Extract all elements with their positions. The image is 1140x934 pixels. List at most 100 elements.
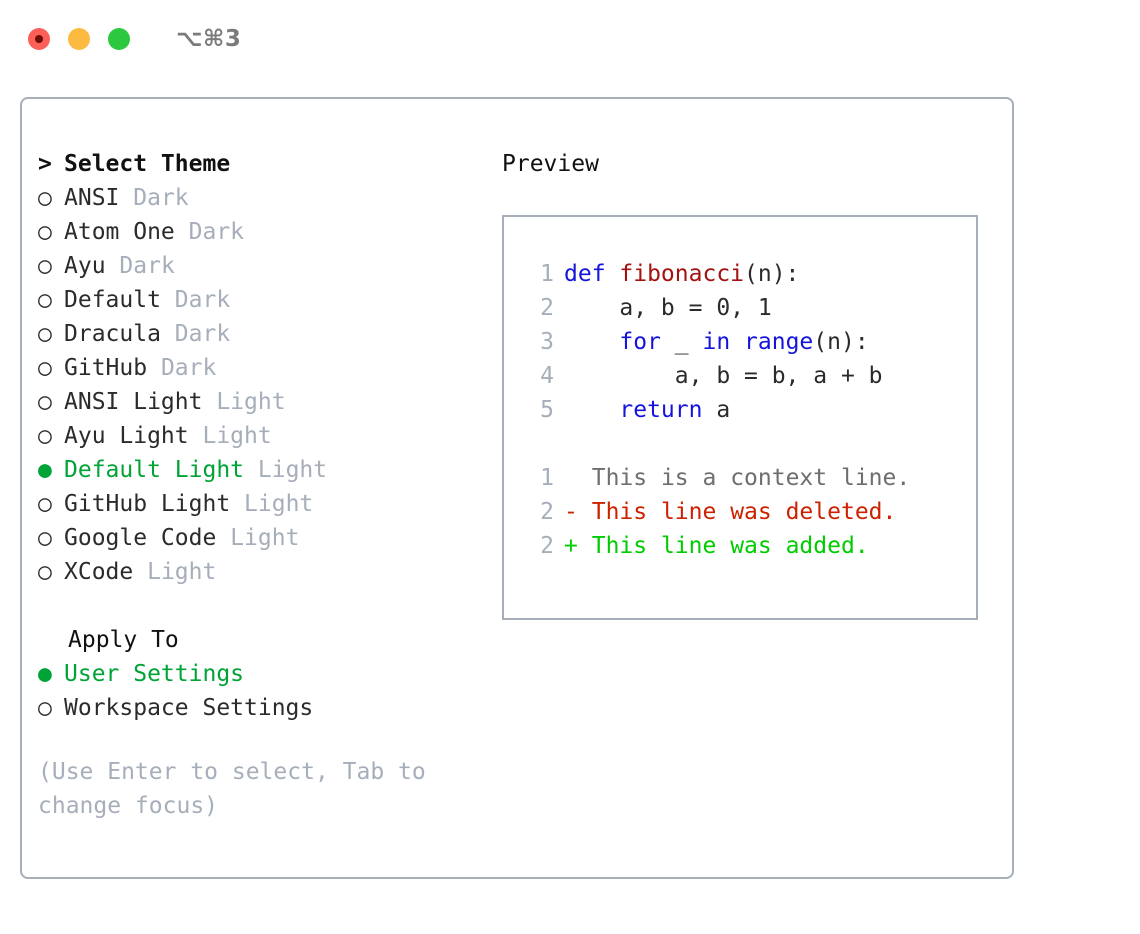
- theme-name-label: Default Light: [64, 457, 245, 483]
- code-line-text: return a: [564, 393, 730, 427]
- theme-name-label: ANSI Light: [64, 389, 203, 415]
- apply-to-label: Apply To: [68, 627, 179, 653]
- theme-label-gap: [161, 317, 175, 351]
- radio-unselected-icon[interactable]: ○: [38, 321, 52, 347]
- code-line: 2 a, b = 0, 1: [504, 291, 976, 325]
- code-token: in: [702, 329, 731, 355]
- theme-name-label: ANSI: [64, 185, 120, 211]
- theme-mode-label: Light: [147, 559, 217, 585]
- line-number: 2: [540, 533, 554, 559]
- theme-list-item[interactable]: ○Default Dark: [38, 283, 488, 317]
- theme-list-item[interactable]: ○ANSI Light Light: [38, 385, 488, 419]
- theme-mode-label: Light: [257, 457, 328, 483]
- theme-name-label: Dracula: [64, 321, 161, 347]
- window-controls: [28, 28, 130, 50]
- theme-list-item[interactable]: ○Google Code Light: [38, 521, 488, 555]
- theme-list-item[interactable]: ● Default Light Light: [38, 453, 488, 487]
- diff-sign: -: [564, 499, 578, 525]
- theme-list-item[interactable]: ○GitHub Light Light: [38, 487, 488, 521]
- theme-list-column: >Select Theme ○ANSI Dark○Atom One Dark○A…: [38, 147, 488, 823]
- radio-unselected-icon[interactable]: ○: [38, 525, 52, 551]
- code-token: return: [619, 397, 703, 423]
- radio-unselected-icon[interactable]: ○: [38, 389, 52, 415]
- keyboard-shortcut-label: ⌥⌘3: [176, 26, 242, 52]
- code-token: a, b = b, a + b: [564, 363, 883, 389]
- code-token: for: [619, 329, 661, 355]
- close-icon[interactable]: [28, 28, 50, 50]
- radio-selected-icon[interactable]: ●: [38, 661, 52, 687]
- apply-to-list: ● User Settings ○ Workspace Settings: [38, 657, 488, 725]
- radio-unselected-icon[interactable]: ○: [38, 355, 52, 381]
- radio-unselected-icon[interactable]: ○: [38, 287, 52, 313]
- maximize-icon[interactable]: [108, 28, 130, 50]
- theme-list-item[interactable]: ○Atom One Dark: [38, 215, 488, 249]
- theme-mode-label: Dark: [119, 253, 175, 279]
- line-number: 1: [540, 465, 554, 491]
- minimize-icon[interactable]: [68, 28, 90, 50]
- radio-unselected-icon[interactable]: ○: [38, 185, 52, 211]
- theme-list-item[interactable]: ○Ayu Dark: [38, 249, 488, 283]
- diff-sign: +: [564, 533, 578, 559]
- main-panel: >Select Theme ○ANSI Dark○Atom One Dark○A…: [20, 97, 1014, 879]
- theme-list: ○ANSI Dark○Atom One Dark○Ayu Dark○Defaul…: [38, 181, 488, 589]
- theme-label-gap: [189, 419, 203, 453]
- theme-mode-label: Dark: [174, 321, 231, 347]
- radio-unselected-icon[interactable]: ○: [38, 219, 52, 245]
- theme-name-label: Atom One: [64, 219, 175, 245]
- radio-unselected-icon[interactable]: ○: [38, 423, 52, 449]
- code-line-text: def fibonacci(n):: [564, 257, 799, 291]
- code-token: def: [564, 261, 620, 287]
- radio-unselected-icon[interactable]: ○: [38, 695, 52, 721]
- code-line-text: for _ in range(n):: [564, 325, 868, 359]
- code-line: 5 return a: [504, 393, 976, 427]
- line-number: 5: [540, 397, 554, 423]
- theme-label-gap: [147, 351, 161, 385]
- diff-gap: [578, 495, 592, 529]
- code-diff-separator: [504, 427, 976, 461]
- theme-mode-label: Dark: [133, 185, 189, 211]
- prompt-caret-icon: >: [38, 151, 52, 177]
- radio-selected-icon[interactable]: ●: [38, 457, 52, 483]
- theme-label-gap: [230, 487, 244, 521]
- theme-list-item[interactable]: ○XCode Light: [38, 555, 488, 589]
- code-token: fibonacci: [619, 261, 745, 287]
- code-line-text: a, b = b, a + b: [564, 359, 883, 393]
- theme-label-gap: [244, 453, 258, 487]
- code-token: [564, 329, 619, 355]
- theme-list-item[interactable]: ○ ANSI Dark: [38, 181, 488, 215]
- theme-name-label: Ayu Light: [64, 423, 189, 449]
- theme-list-item[interactable]: ○ Dracula Dark: [38, 317, 488, 351]
- preview-title: Preview: [502, 151, 599, 177]
- theme-list-item[interactable]: ○Ayu Light Light: [38, 419, 488, 453]
- list-spacer: [38, 589, 488, 623]
- diff-line-text: This line was added.: [591, 533, 869, 559]
- theme-list-header-label: Select Theme: [64, 151, 231, 177]
- diff-line: 2 + This line was added.: [504, 529, 976, 563]
- diff-gap: [578, 529, 592, 563]
- code-token: [564, 397, 619, 423]
- theme-list-item[interactable]: ○GitHub Dark: [38, 351, 488, 385]
- apply-to-label-text: User Settings: [64, 661, 245, 687]
- code-line: 3 for _ in range(n):: [504, 325, 976, 359]
- theme-name-label: GitHub Light: [64, 491, 231, 517]
- apply-to-item[interactable]: ● User Settings: [38, 657, 488, 691]
- theme-label-gap: [161, 283, 175, 317]
- theme-mode-label: Light: [230, 525, 300, 551]
- theme-label-gap: [216, 521, 230, 555]
- apply-to-label-text: Workspace Settings: [64, 695, 314, 721]
- radio-unselected-icon[interactable]: ○: [38, 559, 52, 585]
- apply-to-item[interactable]: ○ Workspace Settings: [38, 691, 488, 725]
- theme-label-gap: [202, 385, 216, 419]
- line-number: 4: [540, 363, 554, 389]
- radio-unselected-icon[interactable]: ○: [38, 491, 52, 517]
- code-token: range: [744, 329, 814, 355]
- radio-unselected-icon[interactable]: ○: [38, 253, 52, 279]
- diff-line: 2- This line was deleted.: [504, 495, 976, 529]
- theme-label-gap: [133, 555, 147, 589]
- code-token: _: [660, 329, 703, 355]
- code-line-text: a, b = 0, 1: [564, 291, 771, 325]
